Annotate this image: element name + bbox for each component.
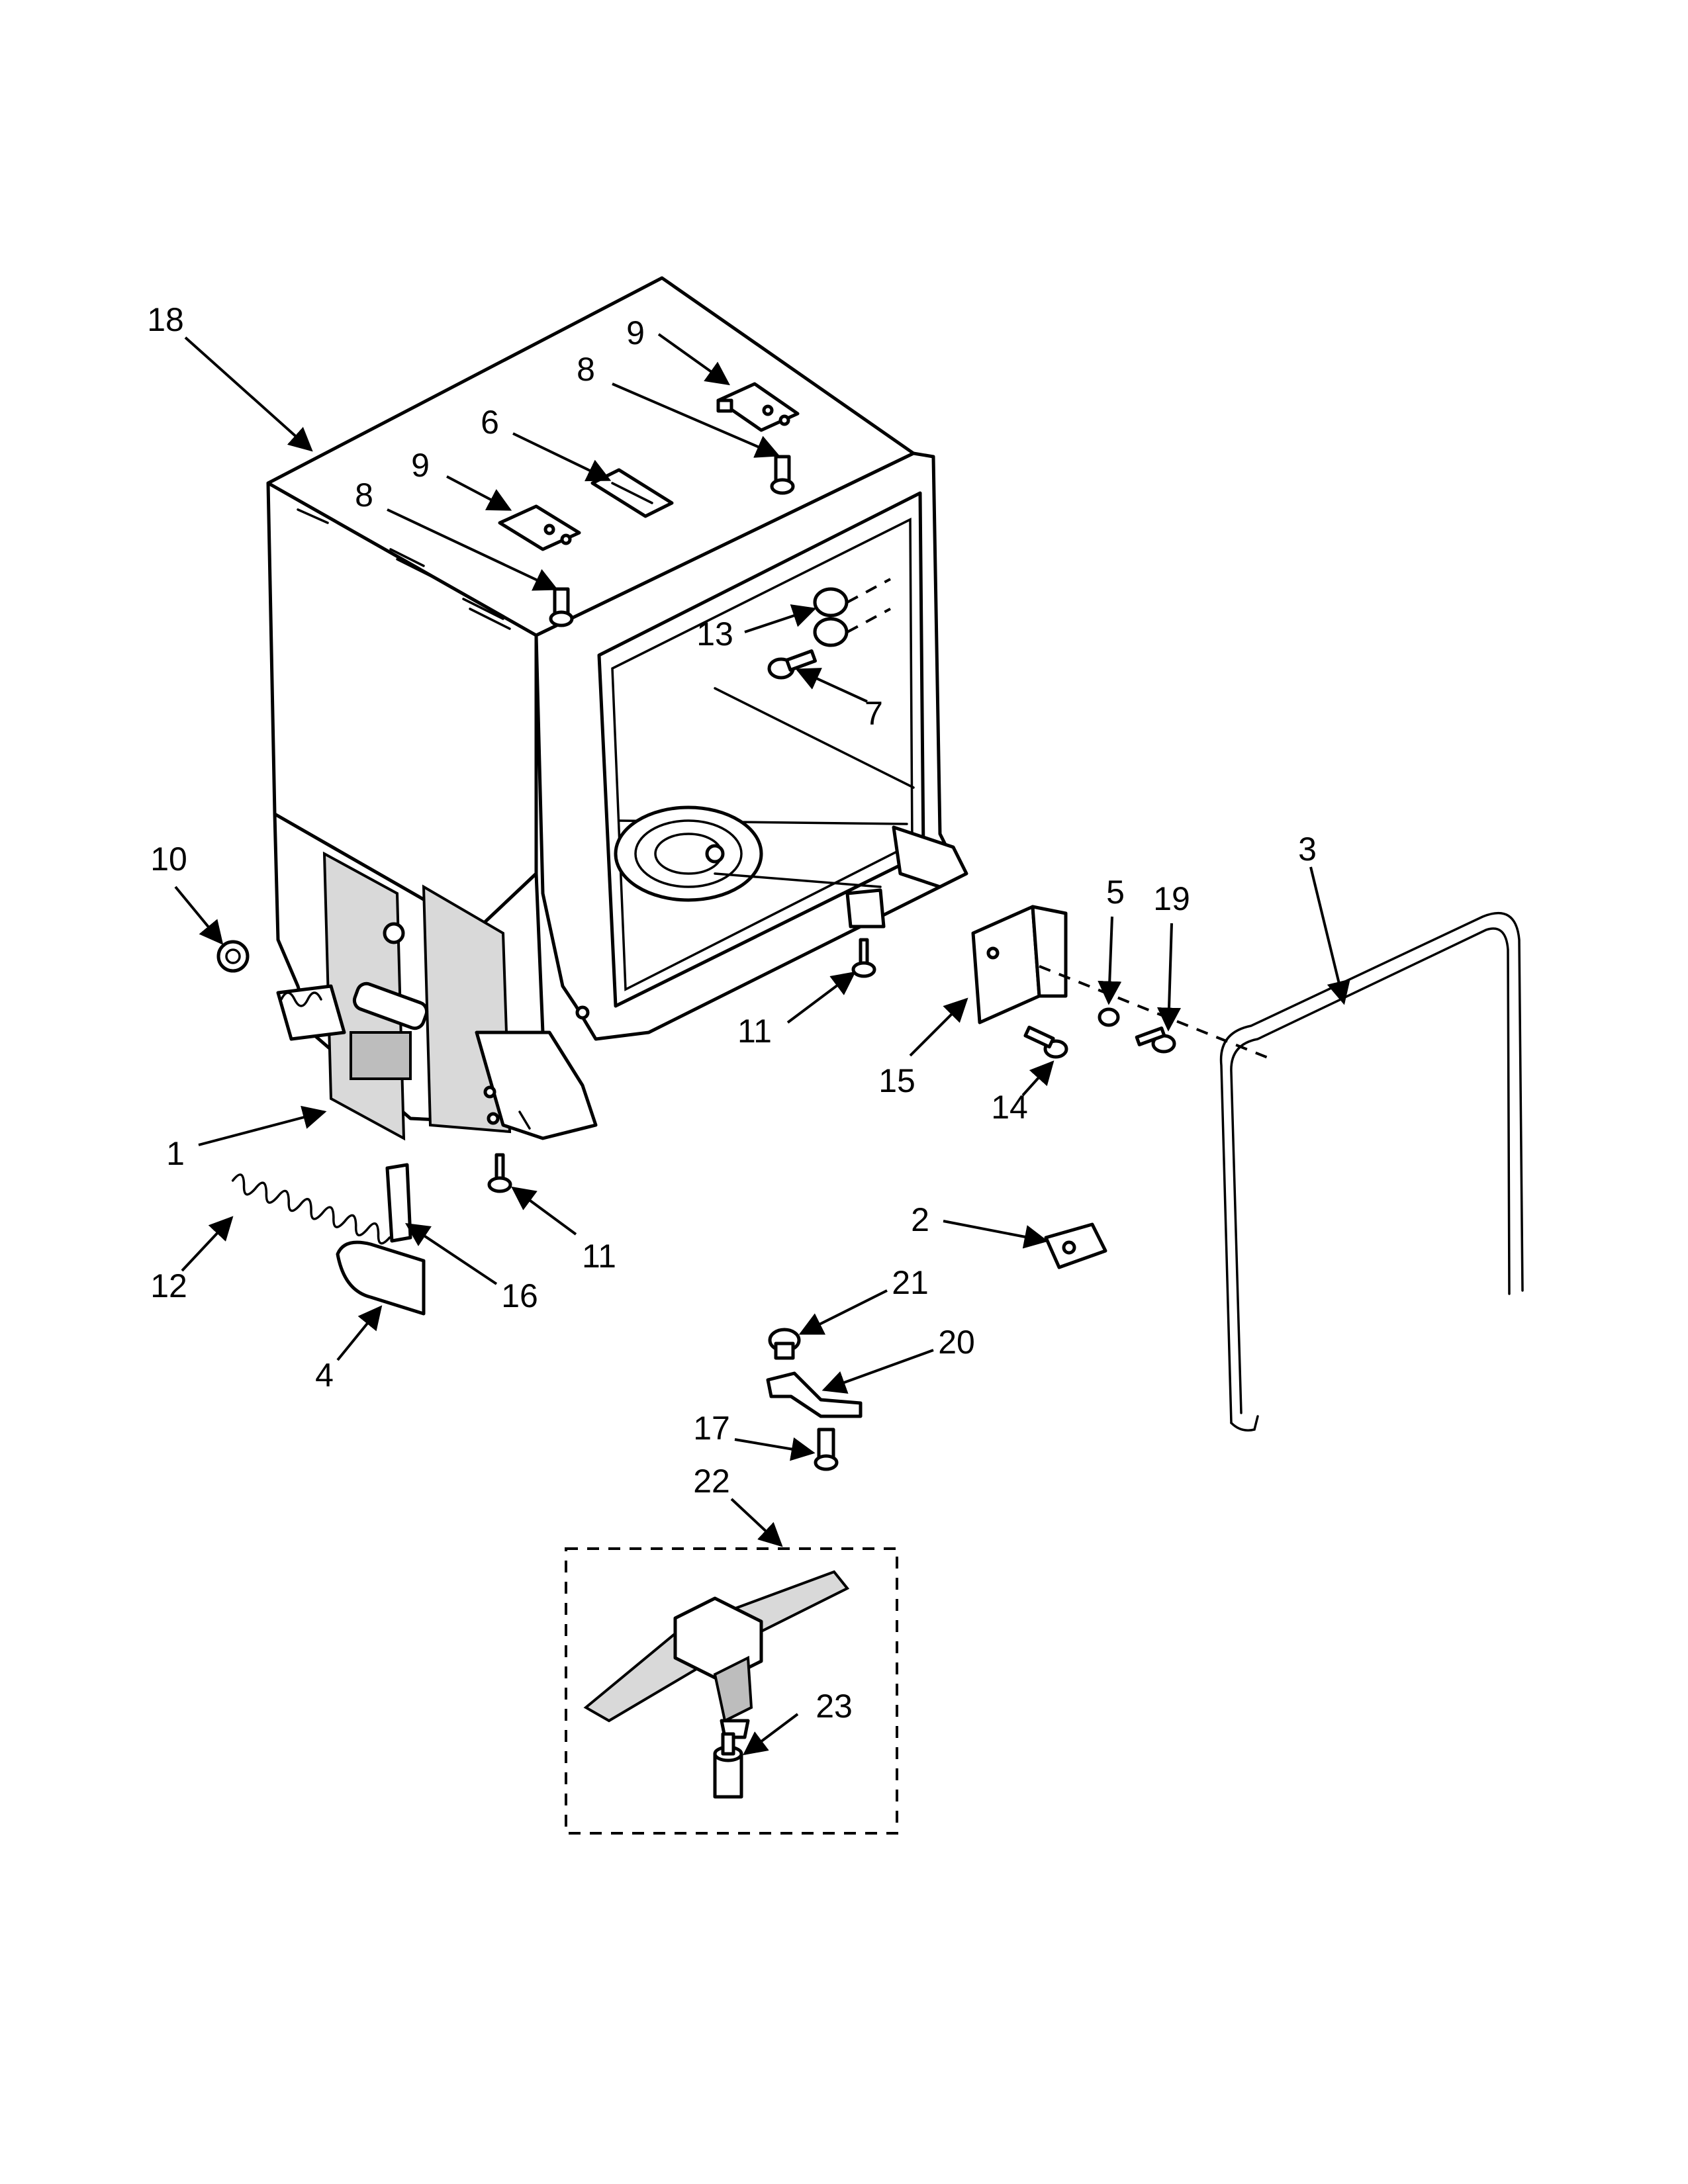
leveling-leg-11-lower	[487, 1153, 512, 1193]
callout-17: 17	[693, 1410, 730, 1447]
callout-9-upper: 9	[626, 314, 645, 351]
switch-23	[713, 1732, 743, 1799]
callout-9-lower: 9	[411, 447, 430, 484]
callout-10: 10	[150, 841, 187, 878]
callout-20: 20	[938, 1324, 975, 1361]
callout-14: 14	[991, 1089, 1028, 1126]
callout-12: 12	[150, 1267, 187, 1304]
screw-19	[1135, 1026, 1176, 1054]
callout-3: 3	[1298, 831, 1317, 868]
screw-14	[1023, 1025, 1068, 1059]
callout-19: 19	[1153, 880, 1190, 917]
callout-16: 16	[501, 1277, 538, 1314]
callout-6: 6	[481, 404, 499, 441]
callout-labels: 18 9 8 6 9 8 13 7 10 5 19 3 11 15 14 1 1…	[147, 301, 1317, 1725]
callout-1: 1	[166, 1135, 185, 1172]
callout-8-lower: 8	[355, 477, 373, 514]
part-22-dashed-box	[565, 1547, 898, 1835]
callout-11-lower: 11	[582, 1238, 616, 1275]
tub-assembly	[266, 276, 968, 1141]
screw-8-upper	[770, 455, 795, 495]
callout-18: 18	[147, 301, 184, 338]
callout-4: 4	[315, 1357, 334, 1394]
callout-15: 15	[878, 1062, 915, 1099]
screw-7	[767, 649, 818, 680]
leveling-leg-11-upper	[851, 938, 876, 978]
grommet-10	[216, 940, 250, 973]
leader-lines	[174, 333, 1350, 1756]
part-22-assembly	[565, 1547, 898, 1835]
washer-5	[1098, 1007, 1120, 1027]
pad-4	[336, 1240, 426, 1316]
bracket-15	[971, 905, 1068, 1024]
callout-22: 22	[693, 1463, 730, 1500]
screw-17	[814, 1428, 839, 1471]
bracket-20	[766, 1371, 863, 1418]
roller-13	[813, 578, 891, 647]
callout-13: 13	[696, 615, 733, 653]
callout-5: 5	[1106, 874, 1125, 911]
bracket-9-lower	[498, 504, 581, 551]
strip-16	[385, 1163, 412, 1243]
callout-11-upper: 11	[737, 1013, 772, 1050]
clip-2	[1044, 1222, 1107, 1269]
door-gasket-3	[1219, 912, 1524, 1432]
spring-12	[231, 1173, 391, 1245]
callout-23: 23	[816, 1688, 853, 1725]
callout-8-upper: 8	[577, 351, 595, 388]
callout-7: 7	[865, 695, 883, 732]
bracket-9-upper	[716, 382, 800, 432]
thermostat-21	[768, 1328, 801, 1360]
callout-21: 21	[892, 1264, 929, 1301]
callout-2: 2	[911, 1201, 929, 1238]
screw-8-lower	[549, 587, 574, 627]
